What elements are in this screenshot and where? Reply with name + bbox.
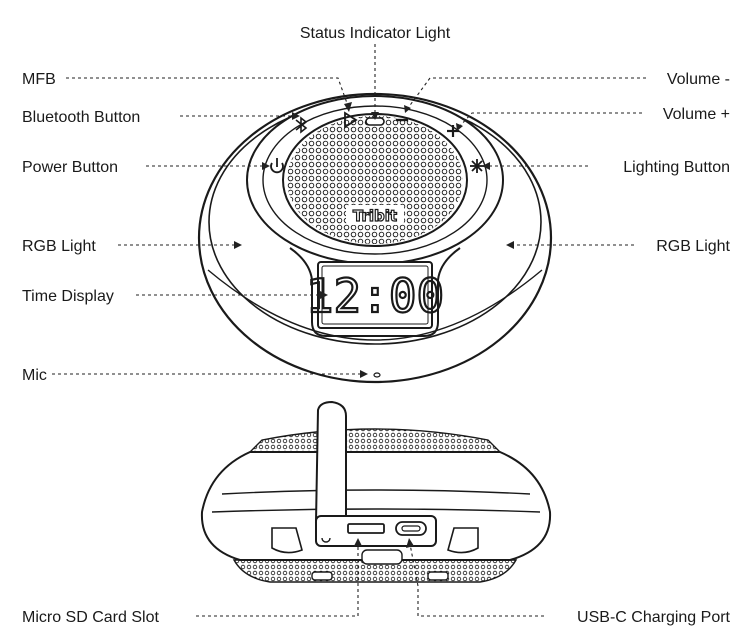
power-icon[interactable] — [270, 158, 284, 174]
label-volume-plus: Volume + — [663, 106, 730, 123]
label-mfb: MFB — [22, 71, 56, 88]
strap-loop-icon — [321, 537, 331, 543]
micro-sd-slot[interactable] — [347, 523, 385, 534]
label-mic: Mic — [22, 367, 47, 384]
time-display-digits: 12:00 — [306, 269, 444, 323]
label-rgb-light-left: RGB Light — [22, 238, 96, 255]
label-rgb-light-right: RGB Light — [656, 238, 730, 255]
bluetooth-icon[interactable] — [295, 116, 308, 134]
speaker-top-view: Tribit 12:00 — [197, 92, 553, 384]
callout-labels: Status Indicator Light MFB Volume - Blue… — [22, 25, 731, 626]
lower-rim — [207, 269, 543, 341]
label-volume-minus: Volume - — [667, 71, 730, 88]
display-housing — [289, 247, 461, 337]
speaker-side-view — [200, 400, 552, 583]
label-bluetooth-button: Bluetooth Button — [22, 109, 140, 126]
mic-hole — [373, 372, 381, 378]
label-status-indicator: Status Indicator Light — [300, 25, 451, 42]
play-icon[interactable] — [344, 111, 358, 129]
speaker-grill — [287, 116, 463, 244]
brand-badge — [346, 205, 404, 225]
usb-c-port[interactable] — [395, 521, 427, 536]
carry-strap — [314, 400, 347, 523]
label-power-button: Power Button — [22, 159, 118, 176]
label-time-display: Time Display — [22, 288, 114, 305]
brand-logo: Tribit — [353, 207, 397, 225]
sparkle-icon[interactable] — [470, 159, 484, 173]
label-lighting-button: Lighting Button — [623, 159, 730, 176]
label-micro-sd: Micro SD Card Slot — [22, 609, 159, 626]
leader-lines — [52, 44, 646, 617]
label-usb-c: USB-C Charging Port — [577, 609, 731, 626]
